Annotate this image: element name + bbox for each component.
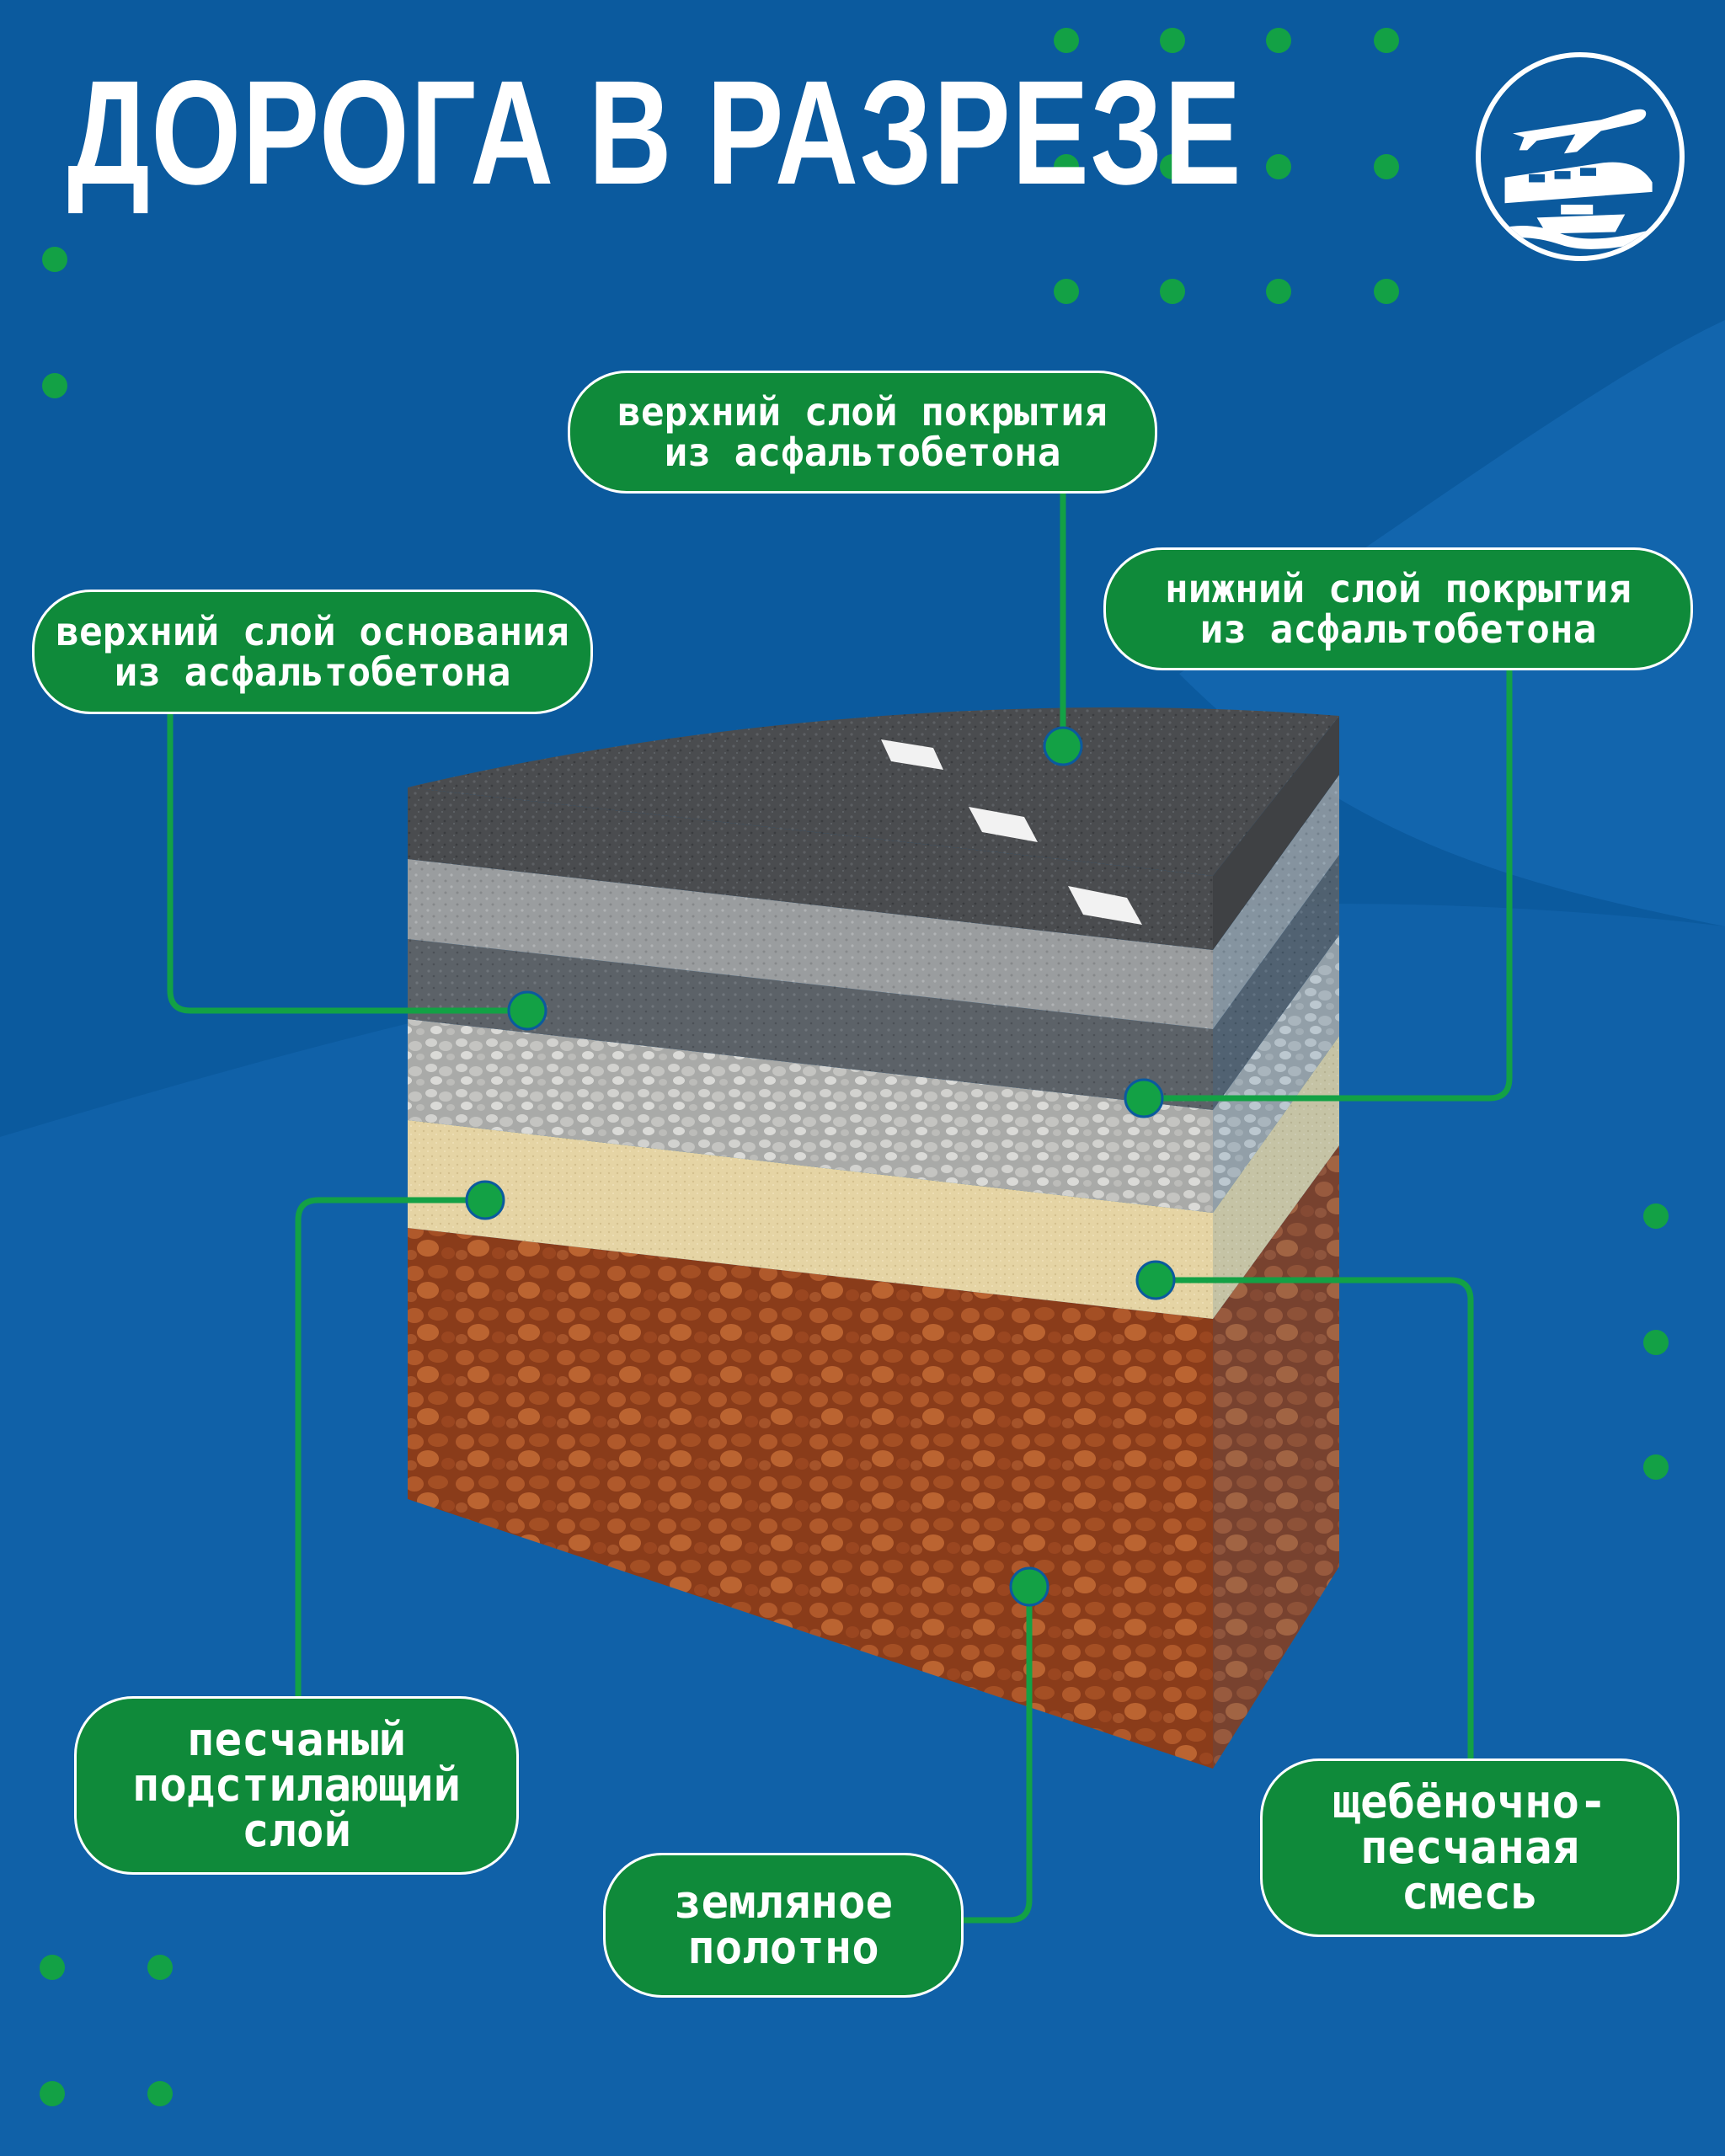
sand-layer xyxy=(408,1120,1213,1319)
leader-subgrade xyxy=(960,1587,1033,1924)
top-wearing-surface xyxy=(408,707,1339,876)
label-lower-wearing-layer: нижний слой покрытия из асфальтобетона xyxy=(1103,547,1693,670)
page-title: ДОРОГА В РАЗРЕЗЕ xyxy=(67,51,1243,216)
leader-dots xyxy=(465,726,1176,1607)
road-cross-section xyxy=(408,707,1339,1769)
subgrade-layer xyxy=(408,1228,1213,1769)
leader-base-upper xyxy=(167,712,527,1014)
lower-wearing-side xyxy=(1213,775,1339,1029)
base-asphalt-side xyxy=(1213,855,1339,1110)
top-wearing-front xyxy=(408,787,1213,950)
gravel-side xyxy=(1213,935,1339,1213)
sand-side xyxy=(1213,1036,1339,1319)
lane-markings xyxy=(881,739,1142,925)
label-subgrade: земляное полотно xyxy=(603,1853,964,1998)
label-sand-layer: песчаный подстилающий слой xyxy=(74,1696,519,1875)
gravel-layer xyxy=(408,1019,1213,1213)
transport-logo xyxy=(1476,52,1685,261)
leader-lower-wearing xyxy=(1144,665,1513,1102)
airplane-icon xyxy=(1513,109,1647,154)
label-top-wearing-layer: верхний слой покрытия из асфальтобетона xyxy=(568,371,1157,494)
subgrade-side xyxy=(1213,1145,1339,1769)
leader-sand xyxy=(295,1197,485,1703)
base-asphalt-layer xyxy=(408,939,1213,1110)
train-icon xyxy=(1504,162,1653,204)
label-base-upper-layer: верхний слой основания из асфальтобетона xyxy=(32,590,593,714)
decor-dots xyxy=(40,28,1669,2106)
label-gravel-sand-mix: щебёночно- песчаная смесь xyxy=(1260,1758,1680,1937)
lower-wearing-layer xyxy=(408,859,1213,1029)
top-wearing-side xyxy=(1213,716,1339,950)
leader-lines xyxy=(167,493,1513,1924)
ship-icon xyxy=(1499,205,1661,249)
leader-gravel xyxy=(1156,1277,1474,1764)
